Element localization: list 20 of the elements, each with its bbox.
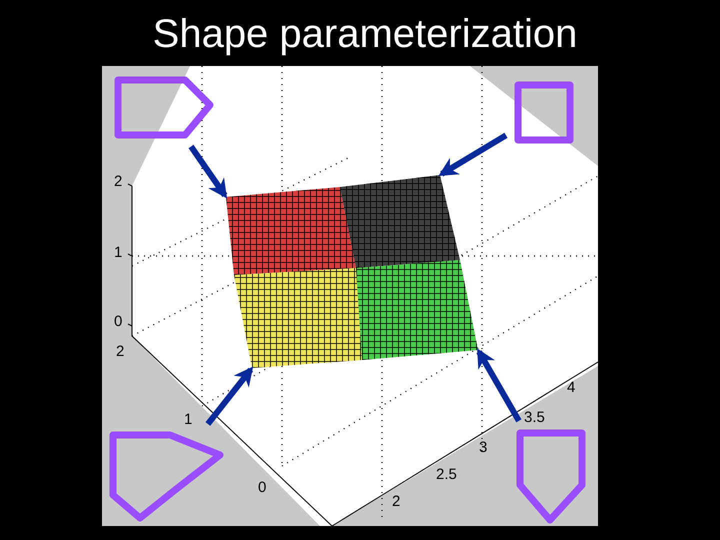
axis-tick-label: 3 xyxy=(479,440,488,456)
axis-tick-label: 4 xyxy=(567,380,576,396)
pentagon-outline xyxy=(516,429,586,524)
axis-tick-label: 2 xyxy=(392,494,400,510)
axis-tick-label: 0 xyxy=(258,480,266,496)
pentagon-outline xyxy=(109,431,224,522)
arrow xyxy=(476,348,522,422)
arrow xyxy=(206,366,254,426)
axis-tick-label: 2.5 xyxy=(436,467,457,483)
axis-tick-label: 1 xyxy=(114,245,122,261)
axis-tick-label: 0 xyxy=(114,314,122,330)
pentagon-outline xyxy=(114,76,214,139)
axis-tick-label: 2 xyxy=(116,344,124,360)
axis-tick-label: 3.5 xyxy=(524,410,545,426)
axis-tick-label: 1 xyxy=(184,412,192,428)
arrow xyxy=(188,144,228,199)
square-outline xyxy=(514,81,574,144)
title: Shape parameterization xyxy=(152,11,578,58)
axis-tick-label: 2 xyxy=(114,174,122,190)
arrow xyxy=(438,132,508,177)
